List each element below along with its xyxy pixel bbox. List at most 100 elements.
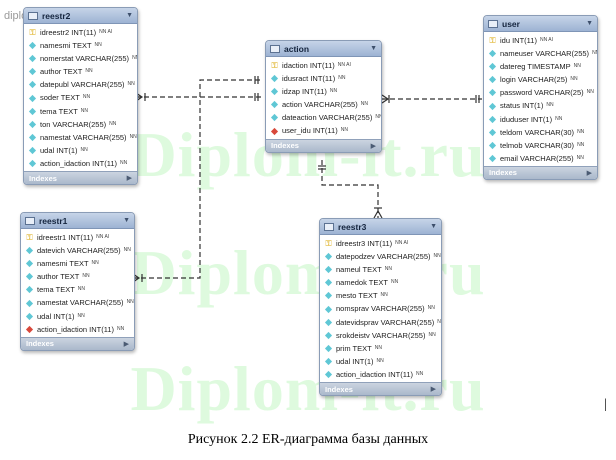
- column-row[interactable]: telmob VARCHAR(30)NN: [484, 139, 597, 152]
- column-row[interactable]: datepubl VARCHAR(255)NN: [24, 78, 137, 91]
- column-row[interactable]: user_idu INT(11)NN: [266, 124, 381, 137]
- column-row[interactable]: datepodzev VARCHAR(255)NN: [320, 250, 441, 263]
- indexes-section[interactable]: Indexes▶: [320, 382, 441, 396]
- column-flags: NN: [77, 312, 85, 319]
- column-row[interactable]: action_idaction INT(11)NN: [320, 368, 441, 381]
- column-row[interactable]: ⚿idaction INT(11)NN AI: [266, 59, 381, 72]
- column-row[interactable]: nomsprav VARCHAR(255)NN: [320, 302, 441, 315]
- column-definition: soder TEXT: [40, 93, 80, 103]
- column-row[interactable]: dateaction VARCHAR(255)NN: [266, 111, 381, 124]
- table-header[interactable]: user▼: [484, 16, 597, 32]
- table-name: reestr3: [338, 221, 367, 232]
- column-diamond-icon: [324, 279, 333, 287]
- table-name: reestr1: [39, 215, 68, 226]
- table-header[interactable]: reestr1 ▼: [21, 213, 134, 229]
- collapse-arrow-icon[interactable]: ▼: [370, 45, 377, 52]
- column-definition: ton VARCHAR(255): [40, 119, 107, 129]
- column-row[interactable]: iduduser INT(1)NN: [484, 113, 597, 126]
- collapse-arrow-icon[interactable]: ▼: [586, 20, 593, 27]
- table-header[interactable]: reestr3 ▼: [320, 219, 441, 235]
- indexes-section[interactable]: Indexes▶: [266, 138, 381, 152]
- column-row[interactable]: action_idaction INT(11)NN: [24, 157, 137, 170]
- column-row[interactable]: udal INT(1)NN: [21, 310, 134, 323]
- column-row[interactable]: namestat VARCHAR(255)NN: [21, 296, 134, 309]
- column-row[interactable]: action VARCHAR(255)NN: [266, 98, 381, 111]
- column-row[interactable]: udal INT(1)NN: [24, 144, 137, 157]
- table-header[interactable]: action▼: [266, 41, 381, 57]
- column-row[interactable]: ⚿idreestr1 INT(11)NN AI: [21, 231, 134, 244]
- column-diamond-icon: [28, 133, 37, 141]
- collapse-arrow-icon[interactable]: ▼: [123, 217, 130, 224]
- column-definition: teldom VARCHAR(30): [500, 127, 575, 137]
- column-row[interactable]: action_idaction INT(11)NN: [21, 323, 134, 336]
- column-definition: idreestr3 INT(11): [336, 239, 393, 248]
- column-diamond-icon: [270, 75, 279, 83]
- column-row[interactable]: teldom VARCHAR(30)NN: [484, 126, 597, 139]
- column-row[interactable]: idusract INT(11)NN: [266, 72, 381, 85]
- column-row[interactable]: login VARCHAR(25)NN: [484, 73, 597, 86]
- column-definition: namestat VARCHAR(255): [37, 298, 124, 308]
- column-row[interactable]: email VARCHAR(255)NN: [484, 152, 597, 165]
- column-row[interactable]: ⚿idu INT(11)NN AI: [484, 34, 597, 47]
- indexes-section[interactable]: Indexes ▶: [24, 171, 137, 185]
- column-flags: NN: [360, 101, 368, 108]
- expand-arrow-icon[interactable]: ▶: [370, 142, 376, 150]
- column-definition: action_idaction INT(11): [37, 324, 114, 334]
- expand-arrow-icon[interactable]: ▶: [126, 175, 132, 183]
- collapse-arrow-icon[interactable]: ▼: [126, 12, 133, 19]
- expand-arrow-icon[interactable]: ▶: [586, 169, 592, 177]
- column-diamond-icon: [28, 42, 37, 50]
- column-diamond-icon: [25, 273, 34, 281]
- indexes-label: Indexes: [489, 168, 517, 178]
- column-flags: NN: [329, 88, 338, 95]
- column-row[interactable]: udal INT(1)NN: [320, 355, 441, 368]
- column-flags: NN: [570, 76, 578, 83]
- column-row[interactable]: nomerstat VARCHAR(255)NN: [24, 52, 137, 65]
- column-row[interactable]: status INT(1)NN: [484, 99, 597, 112]
- column-row[interactable]: srokdeistv VARCHAR(255)NN: [320, 329, 441, 342]
- column-row[interactable]: ⚿idreestr2 INT(11)NN AI: [24, 26, 137, 39]
- column-flags: NN AI: [96, 234, 110, 240]
- indexes-label: Indexes: [29, 173, 57, 183]
- column-definition: telmob VARCHAR(30): [500, 140, 575, 150]
- column-row[interactable]: datevich VARCHAR(255)NN: [21, 244, 134, 257]
- table-header[interactable]: reestr2▼: [24, 8, 137, 24]
- column-row[interactable]: idzap INT(11)NN: [266, 85, 381, 98]
- column-row[interactable]: ⚿idreestr3 INT(11)NN AI: [320, 237, 441, 250]
- column-row[interactable]: datevidsprav VARCHAR(255)NN: [320, 316, 441, 329]
- column-flags: NN: [384, 266, 392, 273]
- column-flags: NN: [380, 292, 388, 299]
- expand-arrow-icon[interactable]: ▶: [123, 340, 129, 348]
- indexes-section[interactable]: Indexes ▶: [484, 165, 597, 179]
- column-definition: action VARCHAR(255): [282, 100, 358, 110]
- column-definition: email VARCHAR(255): [500, 153, 574, 163]
- column-flags: NN: [340, 127, 348, 134]
- indexes-section[interactable]: Indexes▶: [21, 336, 134, 350]
- column-row[interactable]: nameuser VARCHAR(255)NN: [484, 47, 597, 60]
- column-diamond-icon: [324, 253, 333, 261]
- column-flags: NN: [573, 63, 581, 70]
- column-row[interactable]: password VARCHAR(25)NN: [484, 86, 597, 99]
- column-row[interactable]: namestat VARCHAR(255)NN: [24, 131, 137, 144]
- column-row[interactable]: ton VARCHAR(255)NN: [24, 118, 137, 131]
- expand-arrow-icon[interactable]: ▶: [430, 386, 436, 394]
- collapse-arrow-icon[interactable]: ▼: [430, 223, 437, 230]
